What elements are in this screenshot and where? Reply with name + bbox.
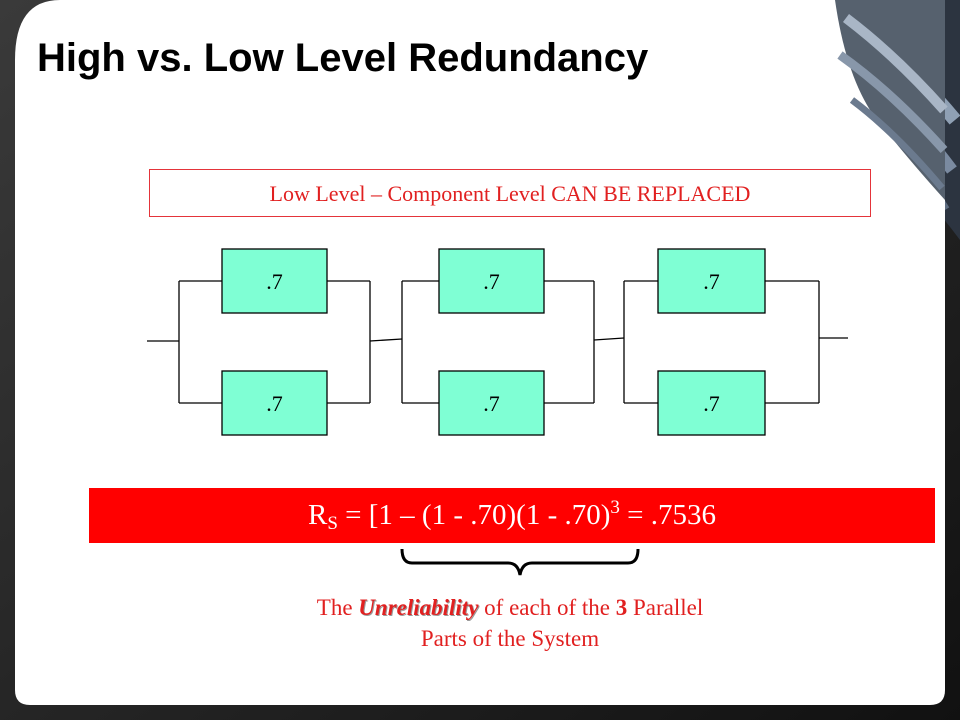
component-reliability-label: .7 <box>483 391 500 416</box>
component-block <box>221 248 328 314</box>
wire-series-1 <box>369 338 403 342</box>
slide-title: High vs. Low Level Redundancy <box>37 36 649 80</box>
component-reliability-label: .7 <box>703 269 720 294</box>
formula-r: R <box>308 499 328 531</box>
low-level-label: Low Level – Component Level CAN BE REPLA… <box>149 169 871 217</box>
caption-count: 3 <box>615 595 628 620</box>
component-block <box>657 248 766 314</box>
unreliability-caption: The Unreliability of each of the 3 Paral… <box>215 592 805 654</box>
caption-line2: Parts of the System <box>420 626 600 651</box>
component-block <box>438 370 545 436</box>
wire-series-2 <box>593 337 625 341</box>
corner-decoration <box>835 0 948 200</box>
component-block <box>221 370 328 436</box>
caption-of-each: of each of the <box>478 595 616 620</box>
formula-middle: = [1 – (1 - .70)(1 - .70) <box>337 499 611 531</box>
formula-subscript: S <box>327 513 338 534</box>
redundancy-diagram: .7 .7 .7 .7 .7 .7 <box>147 248 848 436</box>
component-block <box>657 370 766 436</box>
component-block <box>438 248 545 314</box>
reliability-formula: RS = [1 – (1 - .70)(1 - .70)3 = .7536 <box>89 488 935 543</box>
caption-unreliability: Unreliability <box>358 595 479 620</box>
component-reliability-label: .7 <box>266 391 283 416</box>
component-reliability-label: .7 <box>703 391 720 416</box>
caption-the: The <box>316 595 359 620</box>
formula-exponent: 3 <box>610 497 620 518</box>
component-reliability-label: .7 <box>266 269 283 294</box>
formula-result: = .7536 <box>619 499 716 531</box>
component-reliability-label: .7 <box>483 269 500 294</box>
caption-parallel: Parallel <box>627 595 704 620</box>
curly-brace <box>400 548 640 576</box>
